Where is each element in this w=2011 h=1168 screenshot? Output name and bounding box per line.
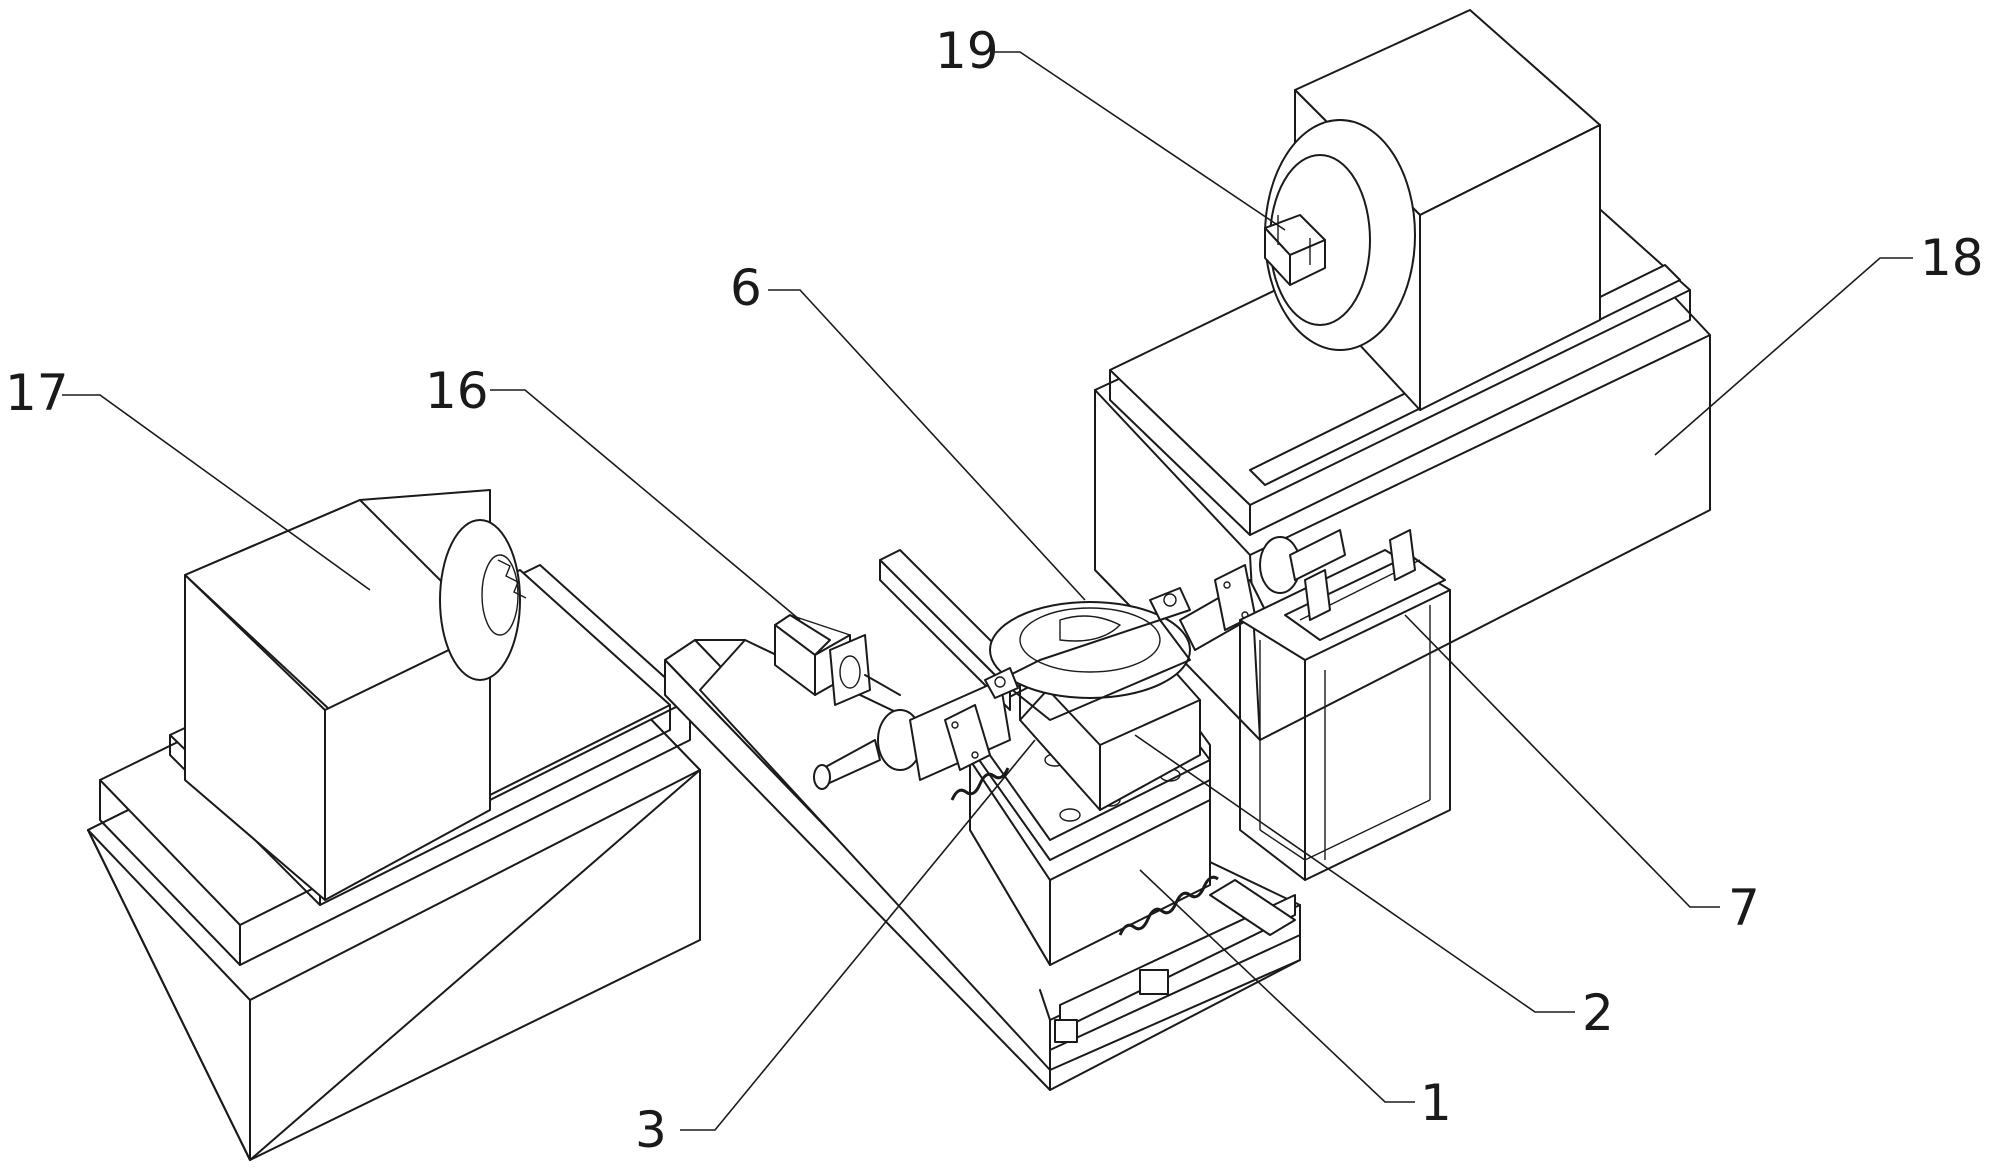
callout-16: 16 bbox=[425, 362, 489, 420]
callout-17: 17 bbox=[5, 364, 69, 422]
left-dynamometer-unit bbox=[88, 490, 700, 1160]
callout-18: 18 bbox=[1920, 229, 1984, 287]
callout-7: 7 bbox=[1728, 879, 1760, 937]
callout-19: 19 bbox=[935, 22, 999, 80]
callout-1: 1 bbox=[1420, 1074, 1452, 1132]
callout-2: 2 bbox=[1582, 984, 1614, 1042]
callout-3: 3 bbox=[635, 1101, 667, 1159]
callout-6: 6 bbox=[730, 259, 762, 317]
